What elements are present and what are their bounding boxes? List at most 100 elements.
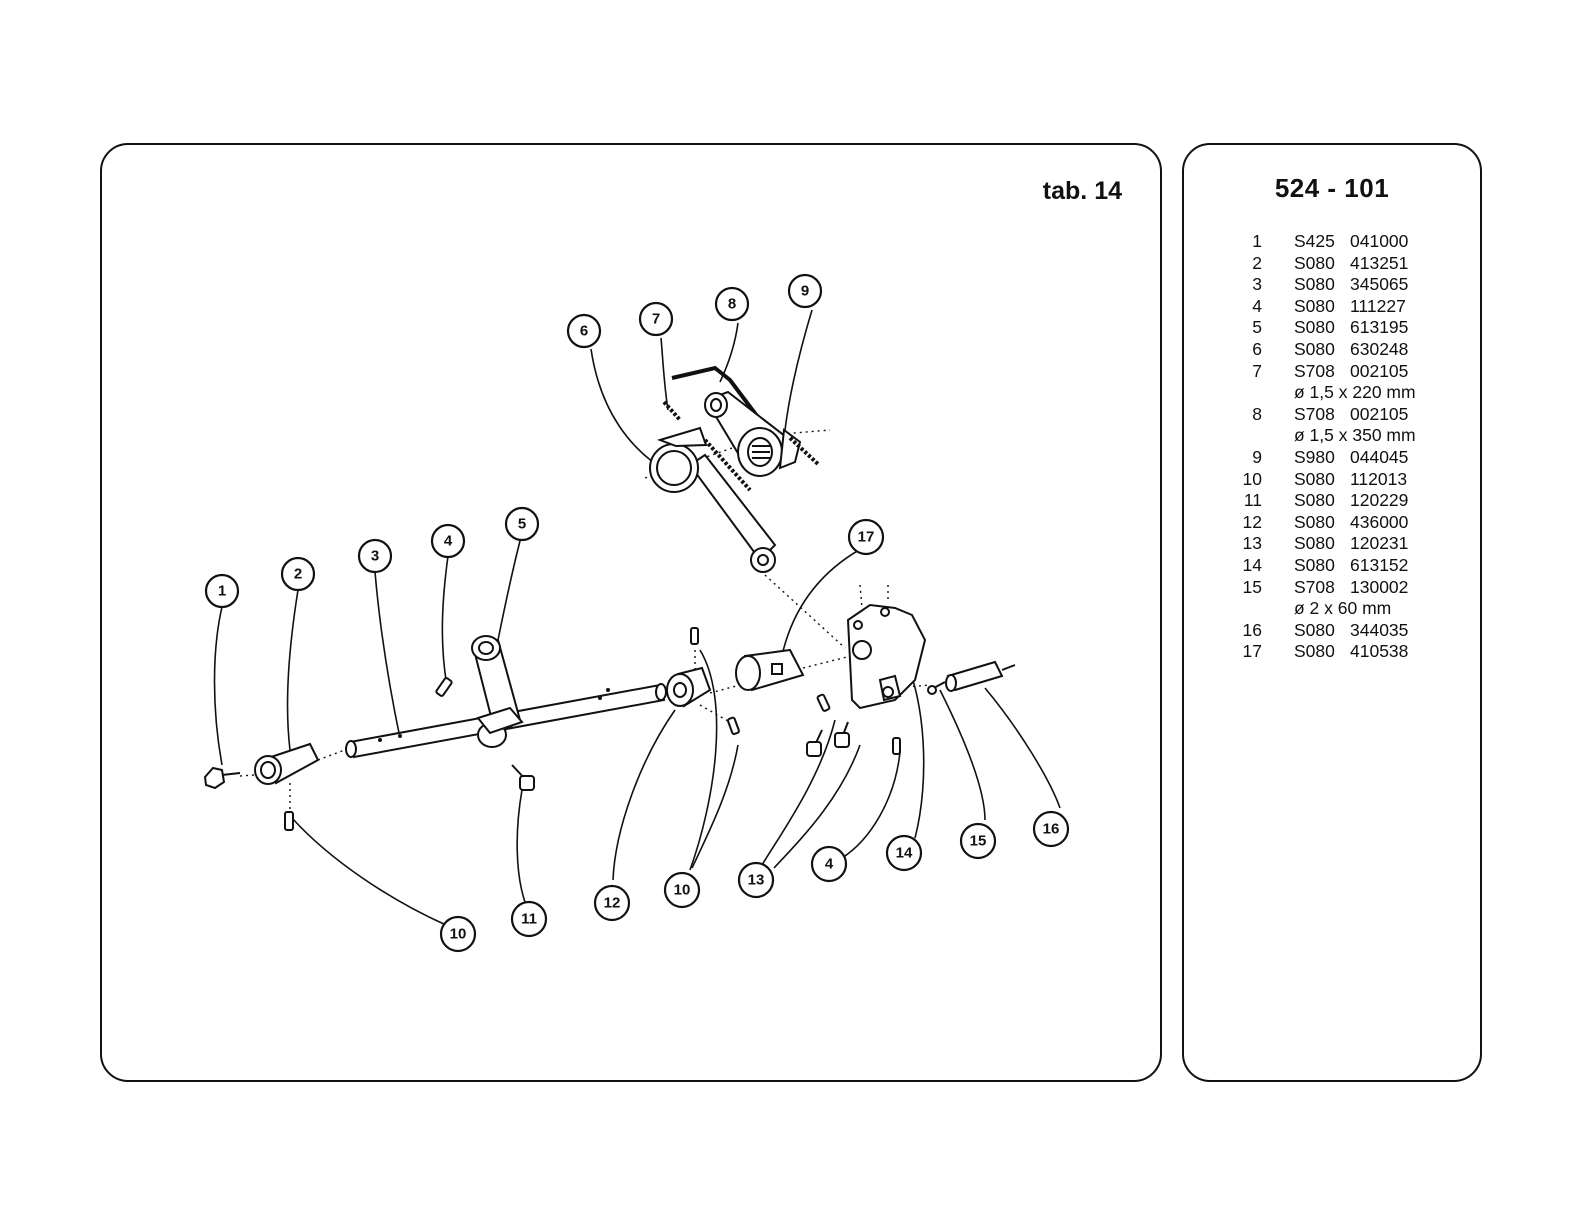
screw-part	[511, 764, 535, 791]
leader-line	[291, 817, 447, 926]
part-number: 2	[1252, 252, 1262, 273]
callouts: 1 2 3 4 5 6 7 8 9 10 10 11 12 13 4 14 15…	[204, 273, 1070, 953]
assembly-line	[709, 684, 741, 694]
leader-line	[939, 689, 986, 821]
part-group-code: S425	[1294, 231, 1335, 251]
bent-rod-part	[671, 365, 762, 422]
callout: 12	[593, 884, 631, 922]
callout-label: 6	[580, 323, 588, 340]
leader-line	[984, 687, 1061, 809]
callout-label: 10	[450, 926, 467, 943]
set-screw-part	[816, 693, 831, 712]
part-number: 12	[1242, 511, 1262, 532]
part-group-code: S080	[1294, 490, 1335, 511]
callout-label: 13	[748, 872, 765, 889]
callout-label: 14	[896, 845, 913, 862]
part-code: 002105	[1350, 360, 1409, 381]
leader-line	[691, 744, 739, 869]
part-group-code: S080	[1294, 295, 1335, 316]
assembly-line	[859, 584, 863, 609]
crank-arm-part	[471, 635, 524, 748]
connecting-rod-part	[649, 426, 777, 573]
part-code: 613152	[1350, 554, 1409, 575]
leader-line	[516, 789, 527, 906]
bracket-part	[846, 603, 927, 710]
leader-line	[719, 322, 739, 383]
callout-label: 8	[728, 296, 736, 313]
set-screw-part	[892, 737, 901, 755]
callout: 13	[737, 861, 775, 899]
part-number: 16	[1242, 619, 1262, 640]
part-group-code: S080	[1294, 274, 1335, 295]
part-number: 3	[1252, 274, 1262, 295]
part-group-code: S080	[1294, 619, 1335, 640]
leader-line	[441, 555, 449, 681]
part-group-code: S080	[1294, 468, 1335, 489]
callout-label: 3	[371, 548, 379, 565]
set-screw-part	[690, 627, 699, 645]
callout: 3	[357, 538, 393, 574]
part-code: 111227	[1350, 295, 1406, 316]
part-group-code: S080	[1294, 252, 1335, 273]
leader-line	[689, 649, 718, 871]
part-group-code: S708	[1294, 403, 1335, 424]
part-group-code: S708	[1294, 576, 1335, 597]
callout: 10	[439, 915, 477, 953]
callout-label: 2	[294, 566, 302, 583]
sleeve-part	[945, 660, 1016, 692]
set-screw-part	[284, 811, 294, 831]
part-code: 130002	[1350, 576, 1409, 597]
part-group-code: S080	[1294, 533, 1335, 554]
part-number: 6	[1252, 338, 1262, 359]
part-number: 4	[1252, 295, 1262, 316]
part-group-code: S708	[1294, 360, 1335, 381]
wire-part	[662, 400, 752, 492]
callout: 1	[204, 573, 240, 609]
callout: 7	[638, 301, 674, 337]
part-number: 8	[1252, 403, 1262, 424]
part-group-code: S980	[1294, 446, 1335, 467]
assembly-line	[802, 654, 856, 669]
parts-row-note: ø 1,5 x 350 mm	[1224, 425, 1416, 447]
parts-list-title: 524 - 101	[1274, 173, 1390, 203]
leader-line	[286, 589, 299, 751]
leader-line	[660, 337, 669, 411]
leader-line	[773, 744, 861, 869]
leader-lines	[213, 309, 1061, 926]
leader-line	[612, 709, 676, 881]
callout: 4	[430, 523, 466, 559]
part-dimension-note: ø 1,5 x 220 mm	[1294, 382, 1416, 403]
part-number: 5	[1252, 317, 1262, 338]
clamp-part	[704, 390, 802, 477]
part-code: 630248	[1350, 338, 1409, 359]
pin-part	[927, 681, 946, 695]
screw-part	[834, 721, 850, 748]
wire-part	[788, 436, 820, 466]
callout-label: 16	[1043, 821, 1060, 838]
screw-part	[806, 729, 823, 757]
callout-label: 5	[518, 516, 526, 533]
parts-drawings	[203, 365, 1016, 831]
part-code: 120231	[1350, 533, 1409, 554]
callout: 16	[1032, 810, 1070, 848]
callout: 2	[280, 556, 316, 592]
part-group-code: S080	[1294, 554, 1335, 575]
part-number: 11	[1243, 490, 1262, 511]
leader-line	[779, 544, 869, 666]
callout: 11	[510, 900, 548, 938]
callout: 15	[959, 822, 997, 860]
